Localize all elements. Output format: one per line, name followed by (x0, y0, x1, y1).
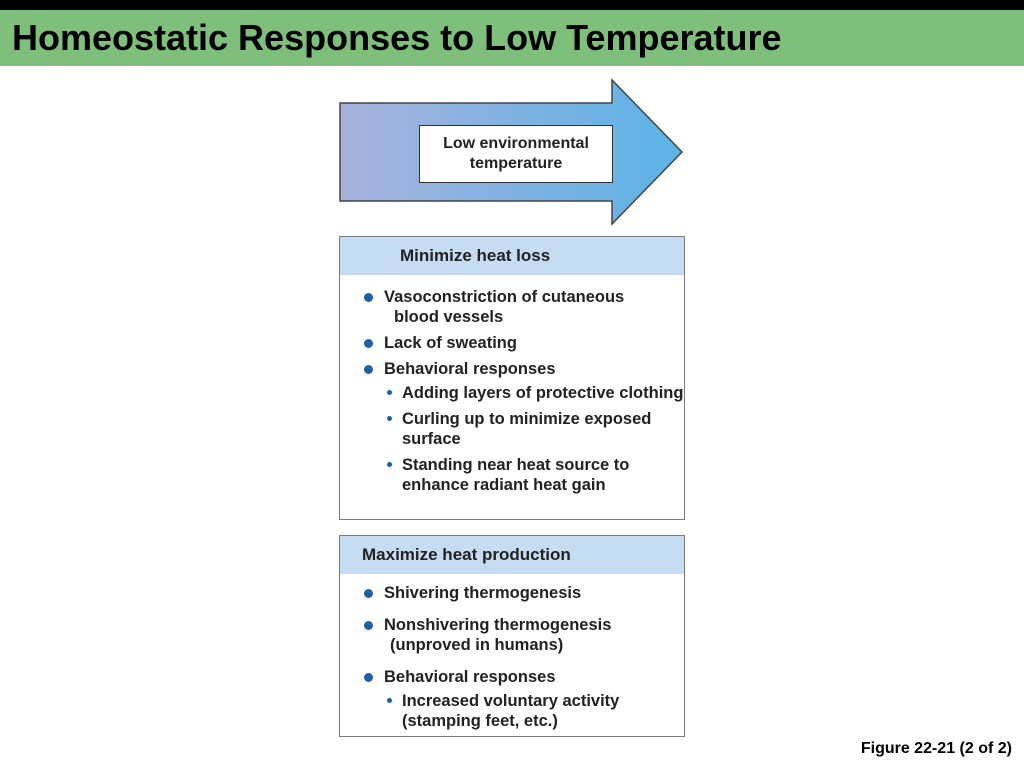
item-text-continued: blood vessels (394, 308, 504, 326)
figure-caption: Figure 22-21 (2 of 2) (860, 740, 1012, 757)
list-item: Shivering thermogenesis (340, 583, 684, 603)
heat-production-heading: Maximize heat production (340, 536, 684, 574)
heat-production-panel: Maximize heat production Shivering therm… (339, 535, 685, 737)
item-text: Vasoconstriction of cutaneous (384, 288, 625, 306)
title-band: Homeostatic Responses to Low Temperature (0, 10, 1024, 66)
top-border-bar (0, 0, 1024, 10)
bullet-icon (364, 589, 373, 598)
page-title: Homeostatic Responses to Low Temperature (12, 17, 782, 58)
heat-loss-heading: Minimize heat loss (340, 237, 684, 275)
bullet-icon (364, 365, 373, 374)
sub-bullet-icon (387, 416, 392, 421)
list-item: Behavioral responses Adding layers of pr… (340, 359, 684, 495)
stimulus-label: Low environmental temperature (419, 125, 613, 183)
list-item: Nonshivering thermogenesis (unproved in … (340, 615, 684, 655)
sub-bullet-icon (387, 390, 392, 395)
sub-list-item: Adding layers of protective clothing (340, 383, 684, 403)
bullet-icon (364, 673, 373, 682)
list-item: Lack of sweating (340, 333, 684, 353)
heat-loss-sublist: Adding layers of protective clothing Cur… (340, 383, 684, 495)
sub-bullet-icon (387, 462, 392, 467)
sub-list-item: Increased voluntary activity (stamping f… (340, 691, 684, 731)
sub-list-item: Curling up to minimize exposed surface (340, 409, 684, 449)
item-text: Shivering thermogenesis (384, 584, 582, 602)
subitem-text: Curling up to minimize exposed surface (402, 410, 652, 448)
item-text: Lack of sweating (384, 334, 517, 352)
heat-production-sublist: Increased voluntary activity (stamping f… (340, 691, 684, 731)
item-text-continued: (unproved in humans) (390, 636, 564, 654)
bullet-icon (364, 293, 373, 302)
bullet-icon (364, 339, 373, 348)
sub-bullet-icon (387, 698, 392, 703)
subitem-text: Adding layers of protective clothing (402, 384, 684, 402)
list-item: Vasoconstriction of cutaneous blood vess… (340, 287, 684, 327)
subitem-text: Standing near heat source to enhance rad… (402, 456, 630, 494)
list-item: Behavioral responses Increased voluntary… (340, 667, 684, 731)
bullet-icon (364, 621, 373, 630)
item-text: Nonshivering thermogenesis (384, 616, 612, 634)
heat-loss-list: Vasoconstriction of cutaneous blood vess… (340, 275, 684, 495)
subitem-text: Increased voluntary activity (stamping f… (402, 692, 620, 730)
heat-production-list: Shivering thermogenesis Nonshivering the… (340, 574, 684, 731)
heat-loss-panel: Minimize heat loss Vasoconstriction of c… (339, 236, 685, 520)
sub-list-item: Standing near heat source to enhance rad… (340, 455, 684, 495)
item-text: Behavioral responses (384, 360, 556, 378)
item-text: Behavioral responses (384, 668, 556, 686)
